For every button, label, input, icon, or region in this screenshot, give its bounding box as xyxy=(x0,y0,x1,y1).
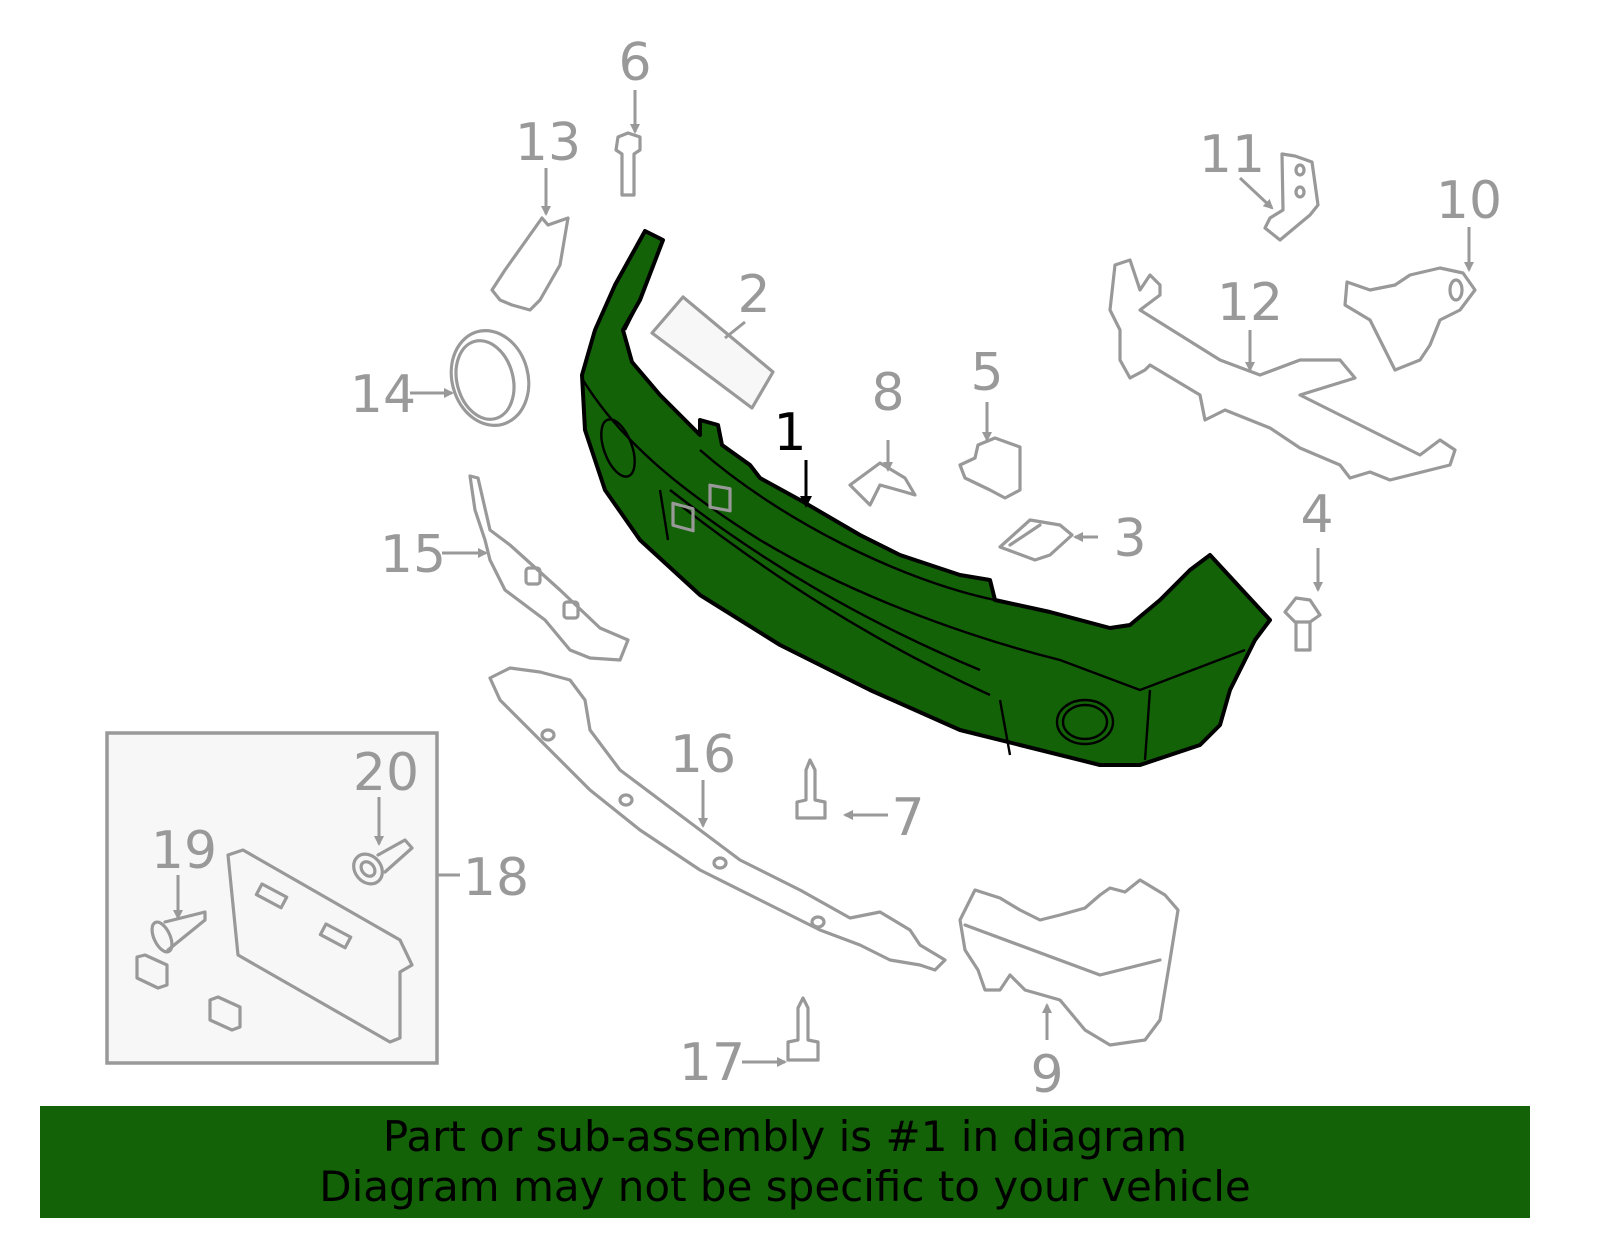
leader-lines xyxy=(173,90,1474,1067)
part-4-push-clip[interactable] xyxy=(1283,596,1322,652)
callout-20[interactable]: 20 xyxy=(353,743,419,803)
callout-19[interactable]: 19 xyxy=(151,821,217,881)
callout-16[interactable]: 16 xyxy=(670,725,736,785)
part-3-clip[interactable] xyxy=(998,518,1074,562)
callout-12[interactable]: 12 xyxy=(1217,273,1283,333)
part-19-screw[interactable] xyxy=(148,910,207,955)
callout-11[interactable]: 11 xyxy=(1199,125,1265,185)
banner-line-1: Part or sub-assembly is #1 in diagram xyxy=(382,1112,1188,1161)
part-6-bolt[interactable] xyxy=(614,131,642,197)
callout-2[interactable]: 2 xyxy=(737,265,770,325)
callout-6[interactable]: 6 xyxy=(618,33,651,93)
part-12-reinforcement[interactable] xyxy=(1108,258,1457,482)
part-15-bracket[interactable] xyxy=(468,474,630,662)
part-20-clip[interactable] xyxy=(348,838,414,890)
part-11-bracket[interactable] xyxy=(1263,152,1320,242)
callout-10[interactable]: 10 xyxy=(1436,171,1502,231)
part-10-bracket[interactable] xyxy=(1343,266,1477,372)
callout-9[interactable]: 9 xyxy=(1030,1045,1063,1105)
part-7-screw[interactable] xyxy=(795,758,827,820)
callout-3[interactable]: 3 xyxy=(1113,509,1146,569)
callout-5[interactable]: 5 xyxy=(970,343,1003,403)
part-2-clips[interactable] xyxy=(650,295,775,533)
callout-17[interactable]: 17 xyxy=(679,1033,745,1093)
callout-7[interactable]: 7 xyxy=(891,788,924,848)
callout-8[interactable]: 8 xyxy=(871,363,904,423)
callout-14[interactable]: 14 xyxy=(350,365,416,425)
callout-4[interactable]: 4 xyxy=(1300,485,1333,545)
banner-line-2: Diagram may not be specific to your vehi… xyxy=(319,1162,1251,1211)
part-1-bumper-cover[interactable] xyxy=(580,229,1272,767)
part-18-license-bracket-kit[interactable] xyxy=(105,731,439,1065)
part-16-absorber[interactable] xyxy=(488,666,947,972)
part-17-screw[interactable] xyxy=(786,996,820,1062)
part-14-grommet[interactable] xyxy=(441,322,539,434)
info-banner: Part or sub-assembly is #1 in diagram Di… xyxy=(40,1106,1530,1218)
callout-1[interactable]: 1 xyxy=(773,403,806,463)
part-5-bracket[interactable] xyxy=(958,436,1022,500)
part-13-bracket[interactable] xyxy=(490,216,570,312)
part-9-side-bracket[interactable] xyxy=(958,878,1180,1047)
part-8-bracket[interactable] xyxy=(848,461,917,507)
callout-18[interactable]: 18 xyxy=(463,848,529,908)
callout-15[interactable]: 15 xyxy=(380,525,446,585)
callout-13[interactable]: 13 xyxy=(515,113,581,173)
callout-labels: 1 2 3 4 5 6 7 8 9 10 11 12 13 14 15 16 1… xyxy=(151,33,1502,1105)
